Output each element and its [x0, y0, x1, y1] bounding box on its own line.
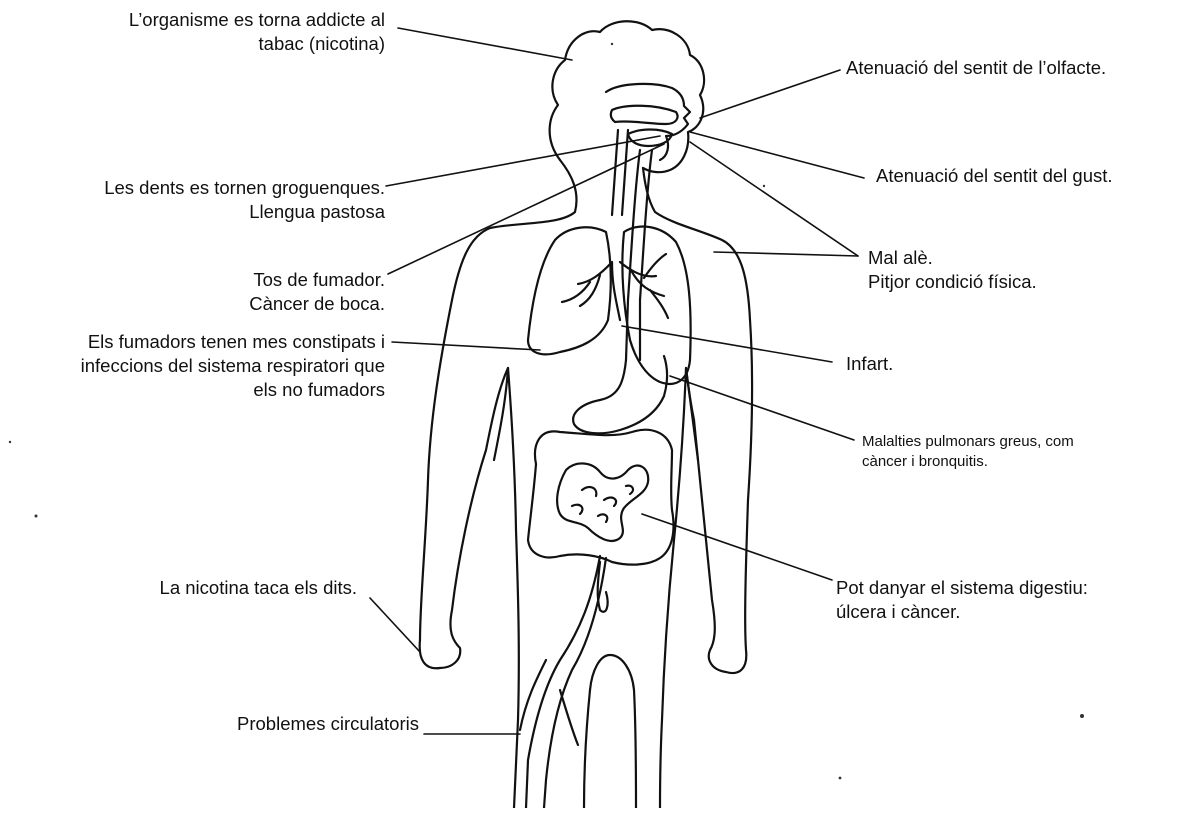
crotch-outline [590, 655, 636, 808]
blood-vessels [520, 556, 606, 808]
label-infarct: Infart. [846, 352, 893, 376]
nasal-cavity [611, 106, 678, 124]
left-arm-inner [494, 368, 508, 460]
body-right-outline [643, 168, 752, 808]
label-colds: Els fumadors tenen mes constipats i infe… [81, 330, 385, 402]
label-digestive: Pot danyar el sistema digestiu: úlcera i… [836, 576, 1088, 624]
leader-colds [392, 342, 540, 350]
leader-taste [690, 132, 864, 178]
leader-addiction [398, 28, 572, 60]
label-circulation: Problemes circulatoris [237, 712, 419, 736]
leader-infarct [622, 326, 832, 362]
label-smell: Atenuació del sentit de l’olfacte. [846, 56, 1106, 80]
label-taste: Atenuació del sentit del gust. [876, 164, 1113, 188]
leader-breath-1 [690, 142, 858, 256]
left-lung [528, 227, 611, 354]
leader-fingers [370, 598, 420, 652]
large-intestine [528, 430, 674, 565]
leader-teeth [386, 136, 660, 186]
label-lung-disease: Malalties pulmonars greus, com càncer i … [862, 432, 1074, 472]
leader-smell [700, 70, 840, 118]
label-breath: Mal alè. Pitjor condició física. [868, 246, 1037, 294]
rectum [598, 562, 608, 612]
label-teeth: Les dents es tornen groguenques. Llengua… [104, 176, 385, 224]
label-fingers: La nicotina taca els dits. [160, 576, 357, 600]
intestine-loops [572, 486, 633, 522]
inner-leg-left [584, 690, 590, 808]
bronchi [562, 254, 668, 320]
body-left-outline [420, 160, 577, 808]
right-lung [622, 227, 690, 384]
stomach [573, 356, 667, 433]
label-cough: Tos de fumador. Càncer de boca. [249, 268, 385, 316]
small-intestine [557, 463, 648, 541]
label-addiction: L’organisme es torna addicte al tabac (n… [129, 8, 385, 56]
leader-lung-disease [670, 376, 854, 440]
